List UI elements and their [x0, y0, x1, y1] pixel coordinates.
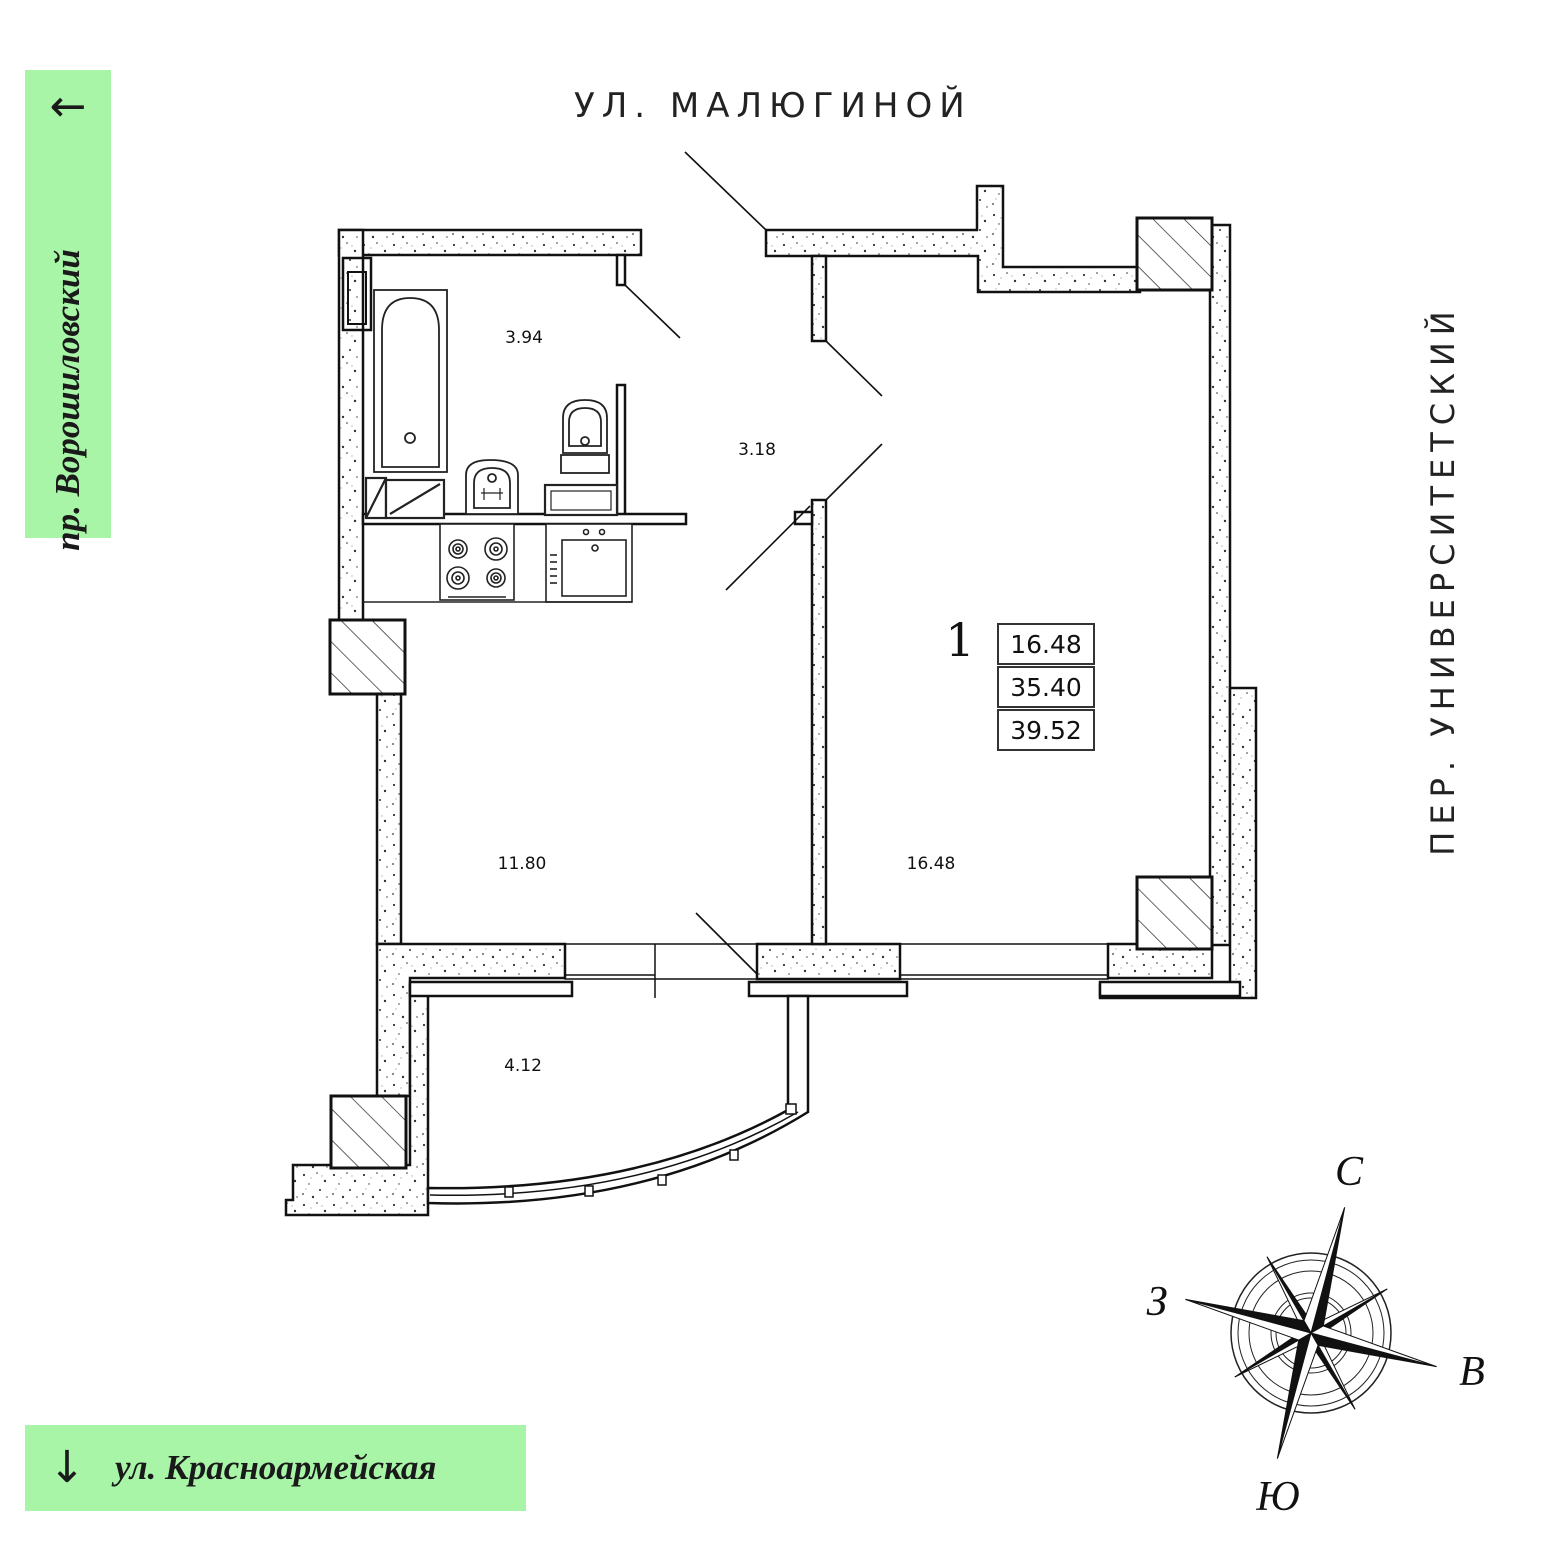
arrow-down-icon: ↓	[48, 1442, 86, 1493]
column-bottom-right	[1135, 875, 1214, 951]
balcony-glazing	[426, 994, 810, 1205]
street-label-bottom: ул. Красноармейская	[115, 1448, 437, 1487]
total-area-box: 35.40	[997, 666, 1095, 708]
kitchen-sink-icon	[545, 523, 633, 603]
street-tag-left: ← пр. Ворошиловский	[25, 70, 111, 551]
street-tag-bottom: ↓ ул. Красноармейская	[25, 1425, 526, 1511]
street-label-right: ПЕР. УНИВЕРСИТЕТСКИЙ	[1424, 304, 1462, 856]
wall-left-lower	[375, 692, 403, 946]
entrance-door	[684, 151, 767, 231]
toilet-icon	[560, 399, 610, 474]
room-area-balcony: 4.12	[504, 1056, 542, 1076]
arrow-left-icon: ←	[49, 81, 87, 132]
street-label-left: пр. Ворошиловский	[48, 249, 87, 551]
sink-icon	[465, 459, 519, 515]
kitchen-door	[725, 505, 811, 591]
room-area-hallway: 3.18	[738, 440, 776, 460]
window-room	[899, 943, 1109, 980]
partitions	[361, 253, 1242, 998]
column-balcony	[329, 1094, 408, 1170]
columns	[328, 216, 1214, 1170]
tag-bottom-background	[25, 1425, 526, 1511]
bathroom-door	[624, 284, 681, 339]
wall-partition-hall	[810, 254, 828, 343]
column-left	[328, 618, 407, 696]
window-kitchen	[564, 943, 758, 980]
washing-machine-icon	[364, 476, 446, 520]
door-swings	[624, 151, 883, 975]
balcony-sill-mid	[747, 980, 909, 998]
tag-left-background	[25, 70, 111, 538]
room-area-living-room: 16.48	[906, 854, 956, 874]
area-with-balcony-box: 39.52	[997, 709, 1095, 751]
wall-partition-room	[810, 498, 828, 946]
balcony-sill-left	[408, 980, 574, 998]
shower-tray-icon	[543, 483, 619, 517]
room-door-lower	[825, 443, 883, 501]
column-top-right	[1135, 216, 1214, 292]
partition-bath-top	[615, 253, 627, 287]
living-area-box: 16.48	[997, 623, 1095, 665]
compass-rose-icon	[1185, 1207, 1437, 1459]
window-top-left-shaft	[341, 256, 373, 332]
wall-bottom-mid	[755, 942, 902, 981]
wall-top-left	[337, 228, 643, 257]
wall-right	[1208, 223, 1232, 947]
partition-bath-right	[615, 383, 627, 522]
rooms-count: 1	[945, 613, 975, 667]
street-label-top: УЛ. МАЛЮГИНОЙ	[574, 86, 972, 126]
compass-north: С	[1334, 1149, 1364, 1195]
stove-icon	[439, 523, 515, 601]
room-door-upper	[825, 340, 883, 397]
bathtub-icon	[373, 289, 448, 473]
balcony-door	[695, 912, 758, 975]
compass-west: З	[1146, 1279, 1168, 1325]
room-area-kitchen: 11.80	[497, 854, 547, 874]
room-area-bathroom: 3.94	[505, 328, 543, 348]
windows	[341, 256, 1109, 998]
compass-south: Ю	[1256, 1474, 1300, 1520]
balcony-sill-right	[1098, 980, 1242, 998]
compass-east: В	[1459, 1349, 1485, 1395]
